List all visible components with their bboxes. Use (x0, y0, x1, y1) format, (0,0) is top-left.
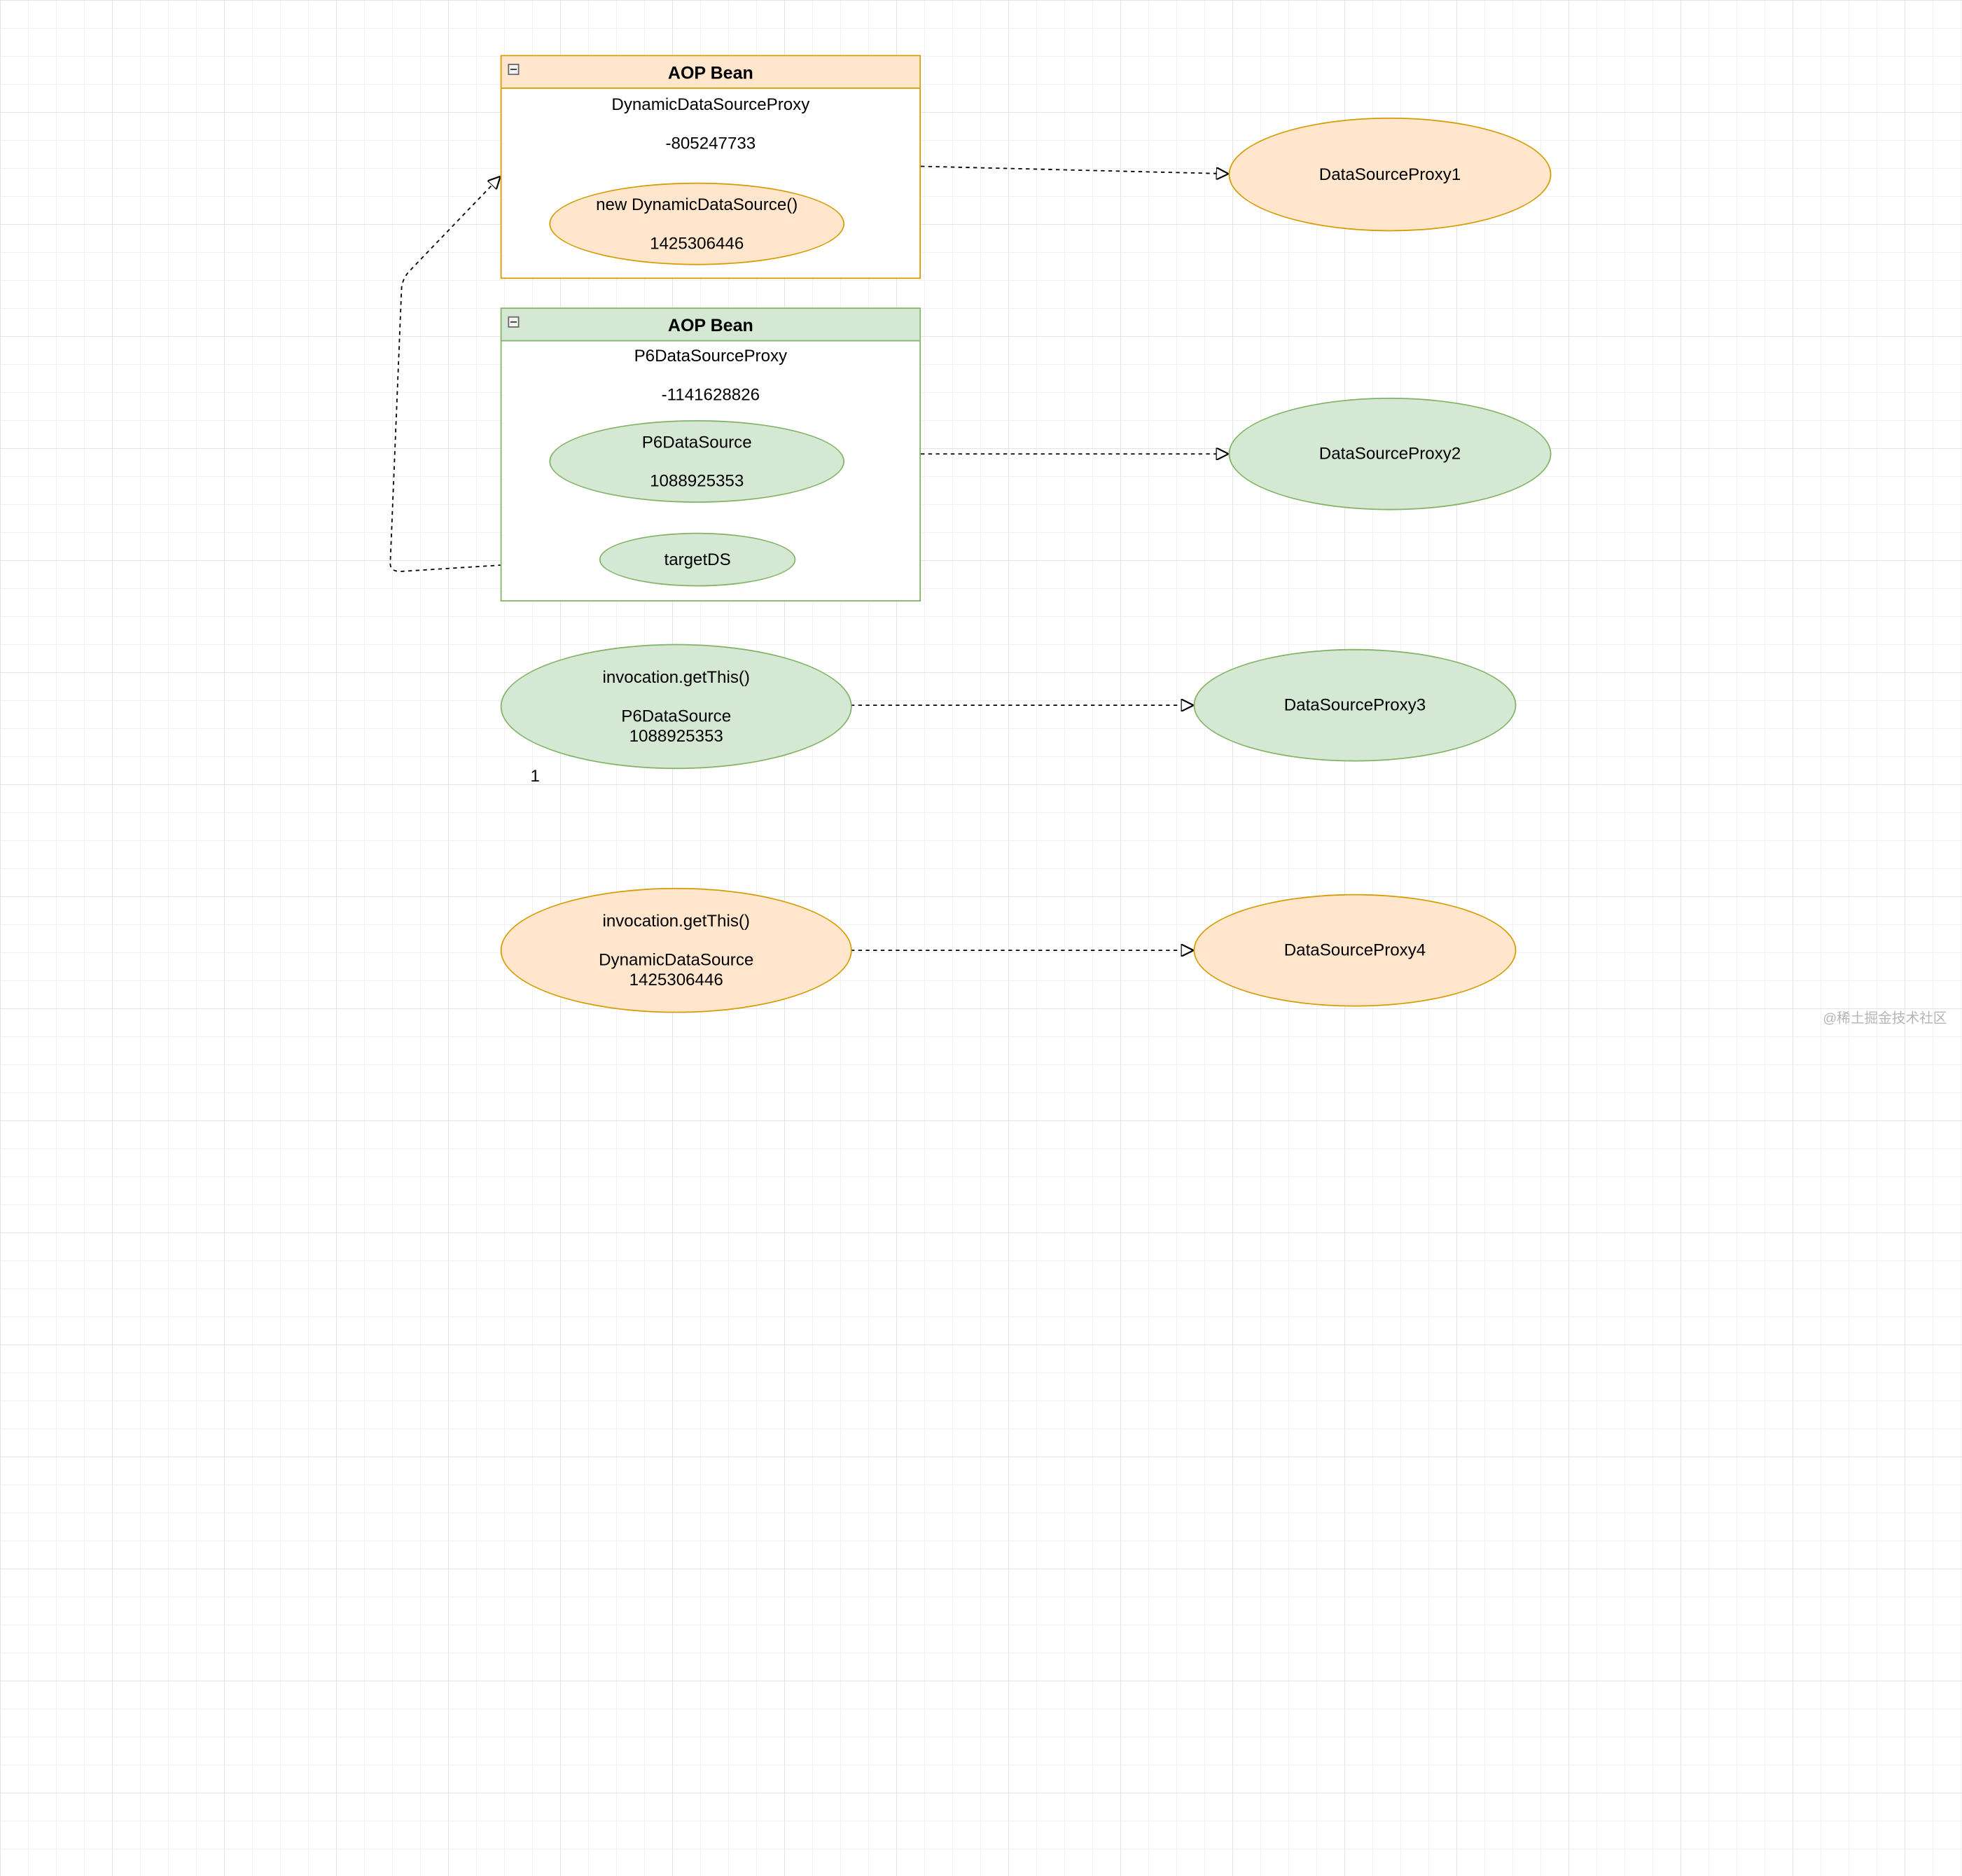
new-dynamic-datasource-hash: 1425306446 (650, 233, 744, 253)
collapse-icon[interactable] (508, 64, 520, 76)
dynamic-class-name: DynamicDataSourceProxy (611, 95, 810, 114)
new-dynamic-datasource-ellipse[interactable]: new DynamicDataSource() 1425306446 (549, 182, 845, 265)
p6-class-name: P6DataSourceProxy (634, 346, 788, 366)
edge-dynamic-to-proxy1 (920, 165, 1229, 174)
datasource-proxy2-ellipse[interactable]: DataSourceProxy2 (1228, 397, 1552, 510)
aop-bean-dynamic-header[interactable]: AOP Bean (501, 56, 920, 89)
dynamic-hash: -805247733 (665, 134, 756, 153)
invocation-dynamic-call: invocation.getThis() (602, 911, 750, 931)
target-ds-label: targetDS (664, 550, 731, 569)
datasource-proxy1-label: DataSourceProxy1 (1319, 165, 1461, 184)
p6-datasource-ellipse[interactable]: P6DataSource 1088925353 (549, 419, 845, 503)
p6-hash: -1141628826 (661, 384, 760, 404)
new-dynamic-datasource-label: new DynamicDataSource() (596, 195, 798, 214)
p6-datasource-label: P6DataSource (641, 432, 752, 452)
edge-targetds-to-dynamic (389, 176, 599, 572)
edge-label: 1 (530, 766, 540, 786)
invocation-p6-class: P6DataSource (621, 706, 732, 725)
invocation-dynamic-hash: 1425306446 (629, 969, 723, 989)
invocation-p6-ellipse[interactable]: invocation.getThis() P6DataSource 108892… (500, 644, 852, 770)
datasource-proxy3-label: DataSourceProxy3 (1283, 695, 1426, 715)
datasource-proxy3-ellipse[interactable]: DataSourceProxy3 (1193, 648, 1517, 762)
aop-bean-dynamic-title: AOP Bean (667, 62, 753, 83)
collapse-icon[interactable] (508, 316, 520, 328)
target-ds-ellipse[interactable]: targetDS (599, 532, 796, 587)
watermark: @稀土掘金技术社区 (1823, 1011, 1947, 1027)
invocation-dynamic-class: DynamicDataSource (599, 950, 754, 969)
aop-bean-p6-title: AOP Bean (667, 314, 753, 335)
invocation-p6-hash: 1088925353 (629, 725, 723, 745)
p6-datasource-hash: 1088925353 (650, 471, 744, 490)
datasource-proxy4-label: DataSourceProxy4 (1283, 940, 1426, 960)
invocation-dynamic-ellipse[interactable]: invocation.getThis() DynamicDataSource 1… (500, 887, 852, 1013)
aop-bean-p6-header[interactable]: AOP Bean (501, 309, 920, 342)
datasource-proxy1-ellipse[interactable]: DataSourceProxy1 (1228, 117, 1552, 232)
invocation-p6-call: invocation.getThis() (602, 667, 750, 687)
datasource-proxy2-label: DataSourceProxy2 (1319, 444, 1461, 464)
edges-layer (389, 165, 1962, 1050)
datasource-proxy4-ellipse[interactable]: DataSourceProxy4 (1193, 894, 1517, 1007)
